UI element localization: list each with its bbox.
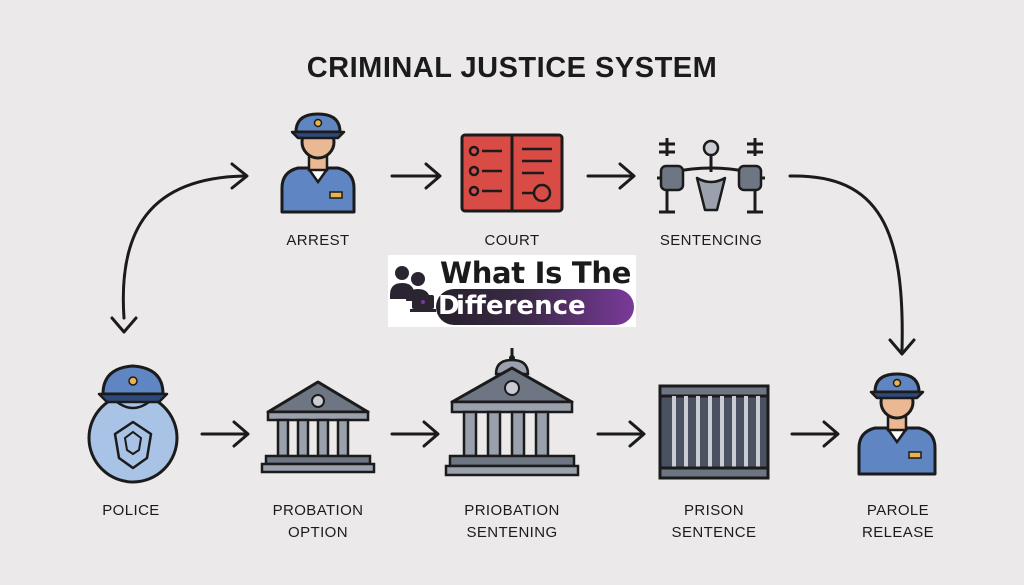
label-prison-sentence: PRISON SENTENCE (644, 500, 784, 544)
label-prison-sentence-line2: SENTENCE (671, 524, 757, 541)
courthouse-dome-icon (444, 348, 580, 477)
sentencing-scales-icon (657, 138, 765, 214)
arrow-police-to-probation (200, 420, 250, 448)
people-laptop-icon (390, 266, 436, 312)
watermark-line2: ifference (456, 291, 586, 321)
prison-bars-icon (658, 384, 770, 480)
arrow-sentencing-to-parole (788, 174, 916, 356)
label-probation-option-line1: PROBATION (272, 502, 364, 519)
arrow-arrest-to-court (390, 162, 442, 190)
parole-officer-icon (857, 372, 937, 476)
court-document-icon (460, 133, 564, 213)
officer-icon (280, 112, 356, 214)
label-probation-option: PROBATION OPTION (248, 500, 388, 544)
label-probation-sentening: PRIOBATION SENTENING (432, 500, 592, 544)
label-court: COURT (484, 232, 540, 249)
watermark-logo: What Is The D ifference (388, 255, 636, 327)
label-probation-option-line2: OPTION (288, 524, 348, 541)
arrow-sentening-to-prison (596, 420, 646, 448)
police-badge-icon (87, 364, 179, 484)
label-probation-sentening-line2: SENTENING (466, 524, 558, 541)
watermark-initial: D (438, 291, 460, 321)
label-arrest: ARREST (286, 232, 350, 249)
arrow-court-to-sentencing (586, 162, 636, 190)
label-parole-release: PAROLE RELEASE (836, 500, 960, 544)
watermark-pill (436, 289, 634, 325)
label-police: POLICE (102, 502, 160, 519)
arrow-prison-to-parole (790, 420, 840, 448)
label-prison-sentence-line1: PRISON (684, 502, 744, 519)
courthouse-icon (260, 380, 376, 474)
arrow-probation-to-sentening (390, 420, 440, 448)
label-parole-release-line2: RELEASE (862, 524, 934, 541)
arrow-police-to-arrest (110, 162, 249, 334)
label-sentencing: SENTENCING (659, 232, 763, 249)
label-probation-sentening-line1: PRIOBATION (464, 502, 560, 519)
watermark-line1: What Is The (440, 256, 632, 290)
page-title: CRIMINAL JUSTICE SYSTEM (306, 52, 718, 84)
label-parole-release-line1: PAROLE (866, 502, 930, 519)
